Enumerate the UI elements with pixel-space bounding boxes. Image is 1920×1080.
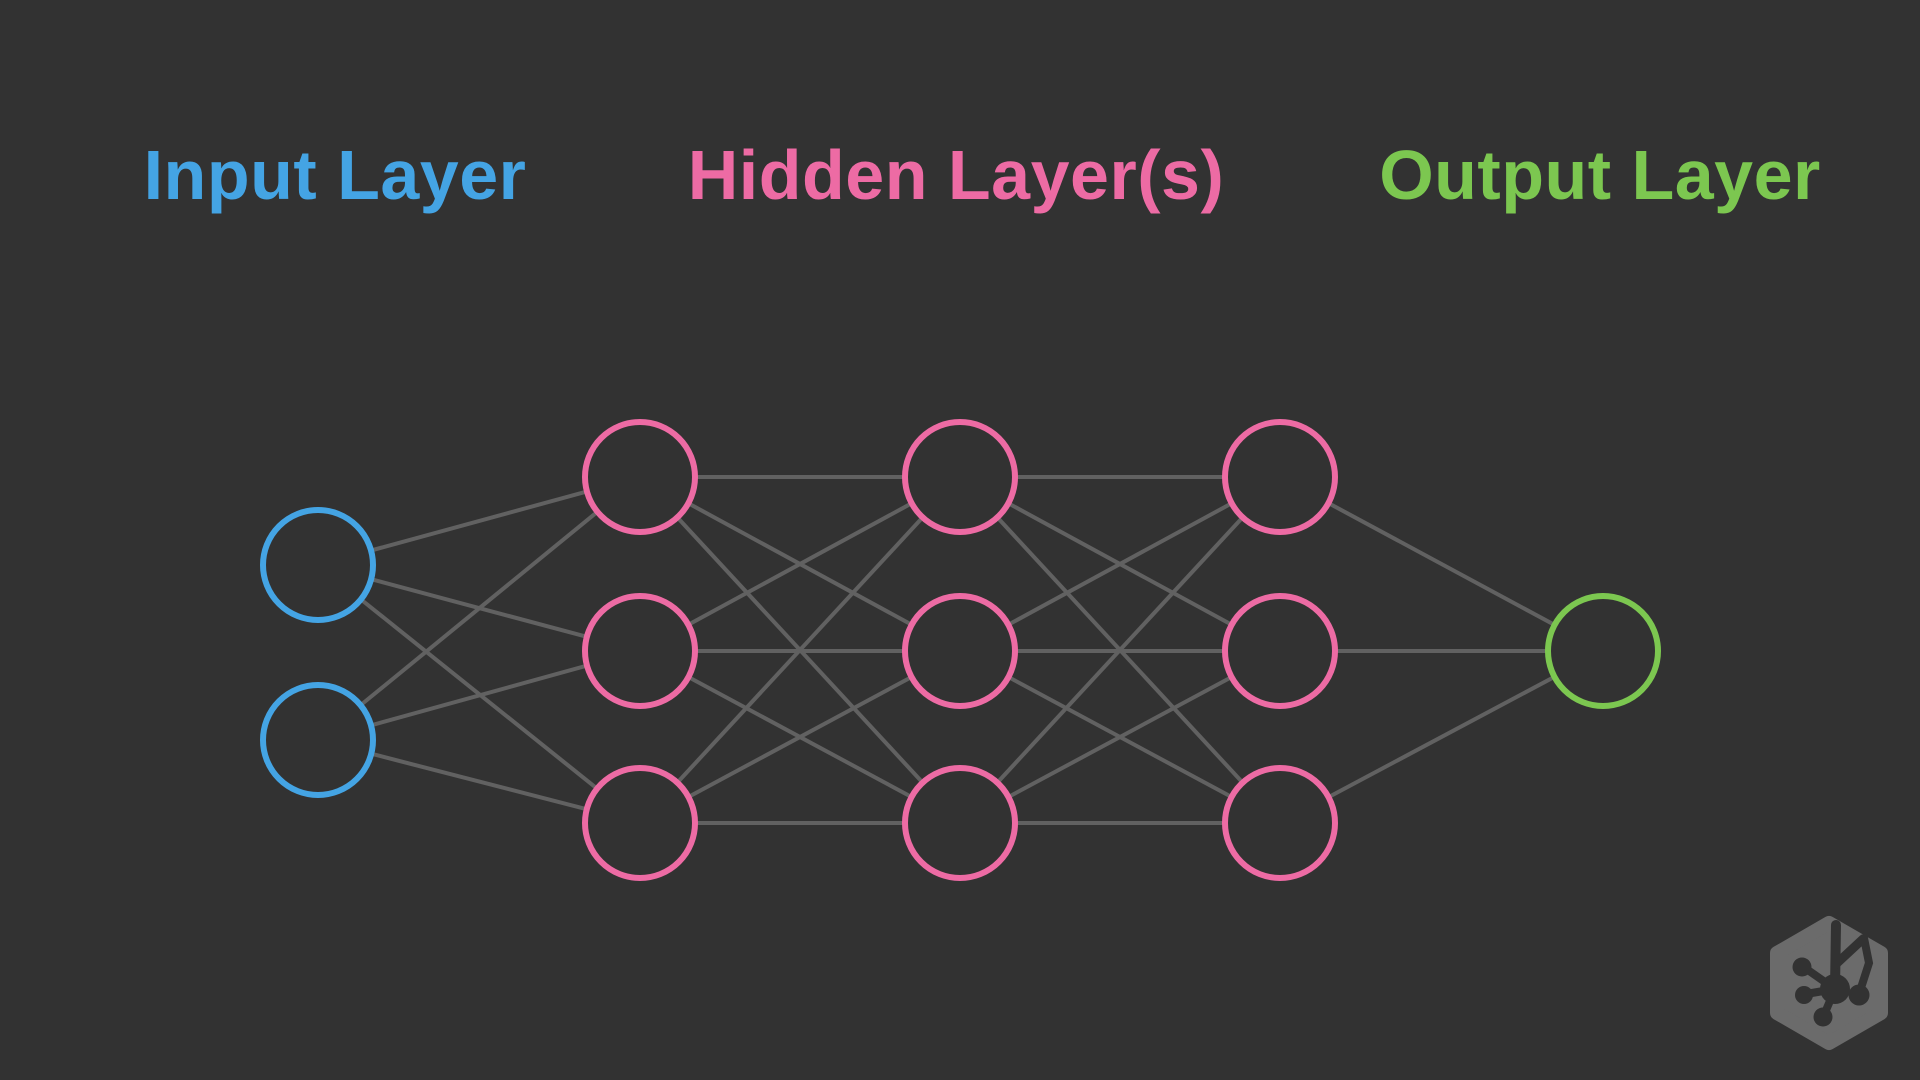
output-node-1 [1545, 593, 1661, 709]
hidden-3-node-3 [1222, 765, 1338, 881]
hexagon-footprint-logo [1770, 916, 1888, 1050]
footprint-cutout [1792, 920, 1874, 1027]
input-node-1 [260, 507, 376, 623]
edge-input-2-to-hidden-1-1 [316, 475, 642, 742]
hidden-layer-label: Hidden Layer(s) [687, 136, 1225, 214]
hidden-1-node-2 [582, 593, 698, 709]
hidden-1-node-1 [582, 419, 698, 535]
edge-hidden-1-3-to-hidden-2-2 [639, 649, 961, 825]
hidden-3-node-1 [1222, 419, 1338, 535]
edge-hidden-2-3-to-hidden-3-1 [958, 475, 1282, 825]
output-layer-label: Output Layer [1379, 136, 1821, 214]
hidden-2-node-1 [902, 419, 1018, 535]
input-layer-label: Input Layer [143, 136, 527, 214]
edge-hidden-1-3-to-hidden-2-1 [638, 475, 962, 825]
hidden-1-node-3 [582, 765, 698, 881]
hidden-2-node-2 [902, 593, 1018, 709]
edge-hidden-1-2-to-hidden-2-1 [639, 475, 961, 653]
edge-hidden-2-2-to-hidden-3-1 [959, 475, 1281, 653]
hidden-3-node-2 [1222, 593, 1338, 709]
input-node-2 [260, 682, 376, 798]
edge-hidden-2-3-to-hidden-3-2 [959, 649, 1281, 825]
edge-hidden-3-1-to-output-1 [1279, 475, 1604, 653]
hidden-2-node-3 [902, 765, 1018, 881]
edge-hidden-3-3-to-output-1 [1279, 649, 1604, 825]
